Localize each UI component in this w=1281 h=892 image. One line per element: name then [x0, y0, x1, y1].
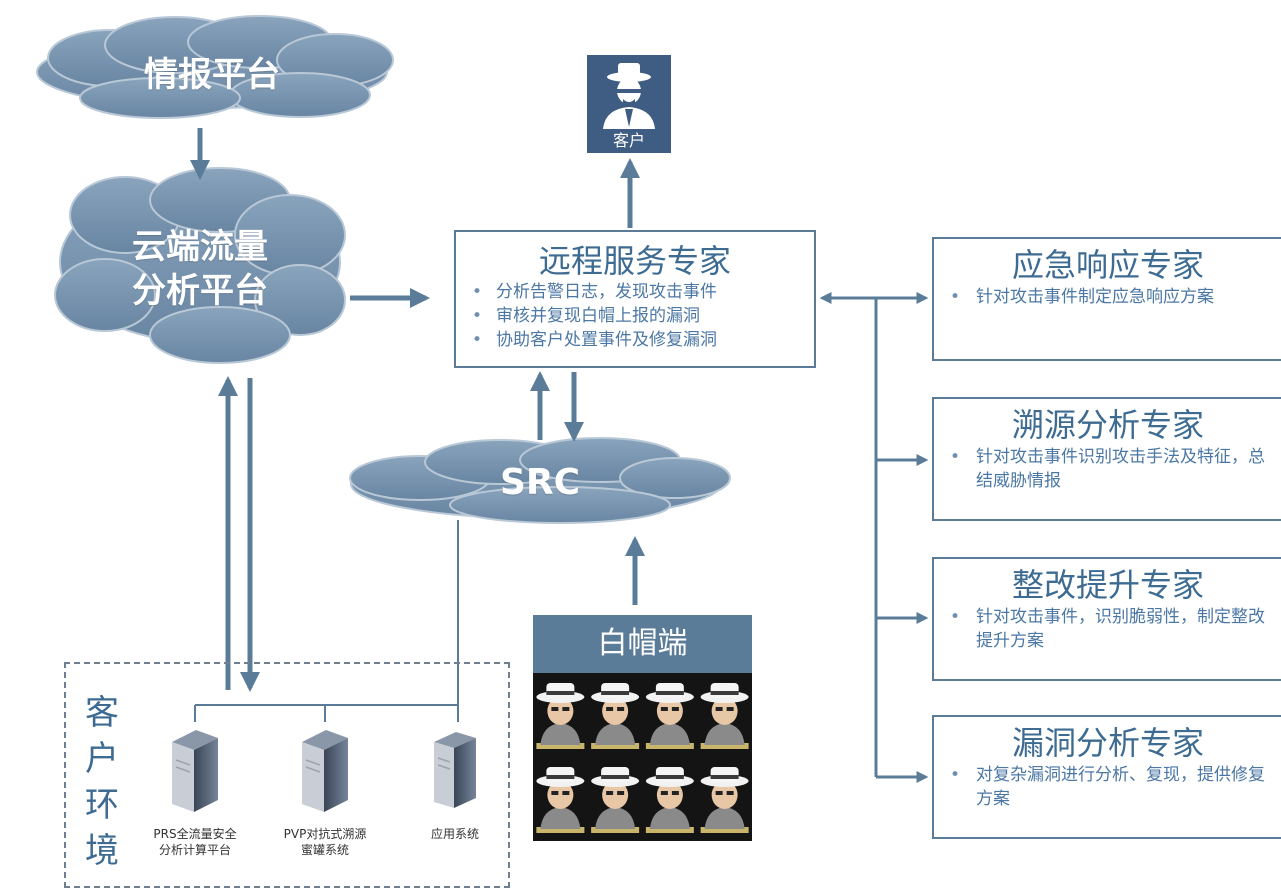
customer-environment-label: 客 户 环 境 — [80, 690, 124, 874]
src-label: SRC — [499, 462, 581, 503]
intel-platform-label: 情报平台 — [144, 55, 280, 95]
expert-title: 漏洞分析专家 — [1011, 724, 1204, 762]
server-icon-prs — [172, 730, 218, 812]
list-item: 针对攻击事件，识别脆弱性，制定整改提升方案 — [934, 605, 1281, 653]
env-label-char: 客 — [85, 693, 119, 733]
remote-expert-list: 分析告警日志，发现攻击事件 审核并复现白帽上报的漏洞 协助客户处置事件及修复漏洞 — [456, 280, 814, 352]
emergency-response-expert-box: 应急响应专家 针对攻击事件制定应急响应方案 — [932, 237, 1281, 361]
caption-line: 蜜罐系统 — [300, 843, 349, 857]
whitehat-person-icon — [536, 683, 585, 749]
caption-line: 分析计算平台 — [158, 843, 231, 857]
list-item: 分析告警日志，发现攻击事件 — [456, 280, 814, 304]
env-label-char: 户 — [85, 739, 119, 779]
server-icon-app — [434, 732, 476, 808]
whitehat-person-icon — [700, 683, 749, 749]
client-person-icon — [587, 55, 671, 129]
whitehat-block: 白帽端 — [533, 615, 752, 841]
env-label-char: 环 — [85, 785, 119, 825]
list-item: 对复杂漏洞进行分析、复现，提供修复方案 — [934, 763, 1281, 811]
list-item: 针对攻击事件识别攻击手法及特征，总结威胁情报 — [934, 445, 1281, 493]
expert-title: 溯源分析专家 — [1011, 406, 1204, 444]
server-links — [194, 520, 459, 722]
env-label-char: 境 — [85, 831, 119, 871]
whitehat-people-icons — [536, 683, 749, 833]
remediation-expert-box: 整改提升专家 针对攻击事件，识别脆弱性，制定整改提升方案 — [932, 557, 1281, 681]
expert-title: 整改提升专家 — [1011, 566, 1204, 604]
caption-line: 应用系统 — [430, 827, 479, 841]
customer-environment-box — [64, 662, 510, 888]
vulnerability-analysis-expert-box: 漏洞分析专家 对复杂漏洞进行分析、复现，提供修复方案 — [932, 715, 1281, 839]
whitehat-person-icon — [536, 767, 585, 833]
list-item: 协助客户处置事件及修复漏洞 — [456, 328, 814, 352]
server-icon-pvp — [302, 730, 348, 812]
list-item: 针对攻击事件制定应急响应方案 — [934, 285, 1281, 309]
server-caption-prs: PRS全流量安全 分析计算平台 — [135, 826, 255, 858]
cloud-traffic-label-line1: 云端流量 — [132, 227, 268, 267]
whitehat-title: 白帽端 — [533, 615, 752, 673]
list-item: 审核并复现白帽上报的漏洞 — [456, 304, 814, 328]
client-block: 客户 — [587, 55, 671, 153]
intel-cloud-shape — [36, 15, 394, 119]
client-label: 客户 — [612, 131, 645, 150]
trace-analysis-expert-box: 溯源分析专家 针对攻击事件识别攻击手法及特征，总结威胁情报 — [932, 397, 1281, 521]
whitehat-person-icon — [645, 683, 694, 749]
whitehat-person-icon — [591, 767, 640, 833]
cloud-traffic-label-line2: 分析平台 — [132, 271, 268, 311]
caption-line: PRS全流量安全 — [153, 827, 237, 841]
whitehat-person-icon — [591, 683, 640, 749]
remote-expert-box: 远程服务专家 分析告警日志，发现攻击事件 审核并复现白帽上报的漏洞 协助客户处置… — [454, 230, 816, 368]
src-cloud-shape — [349, 437, 731, 524]
expert-title: 应急响应专家 — [1011, 246, 1204, 284]
traffic-cloud-shape — [54, 167, 346, 364]
connectors — [190, 128, 645, 692]
caption-line: PVP对抗式溯源 — [283, 827, 367, 841]
whitehat-person-icon — [700, 767, 749, 833]
remote-expert-title: 远程服务专家 — [538, 242, 731, 280]
server-caption-pvp: PVP对抗式溯源 蜜罐系统 — [265, 826, 385, 858]
server-caption-app: 应用系统 — [395, 826, 515, 842]
expert-branches — [819, 292, 929, 783]
whitehat-person-icon — [645, 767, 694, 833]
